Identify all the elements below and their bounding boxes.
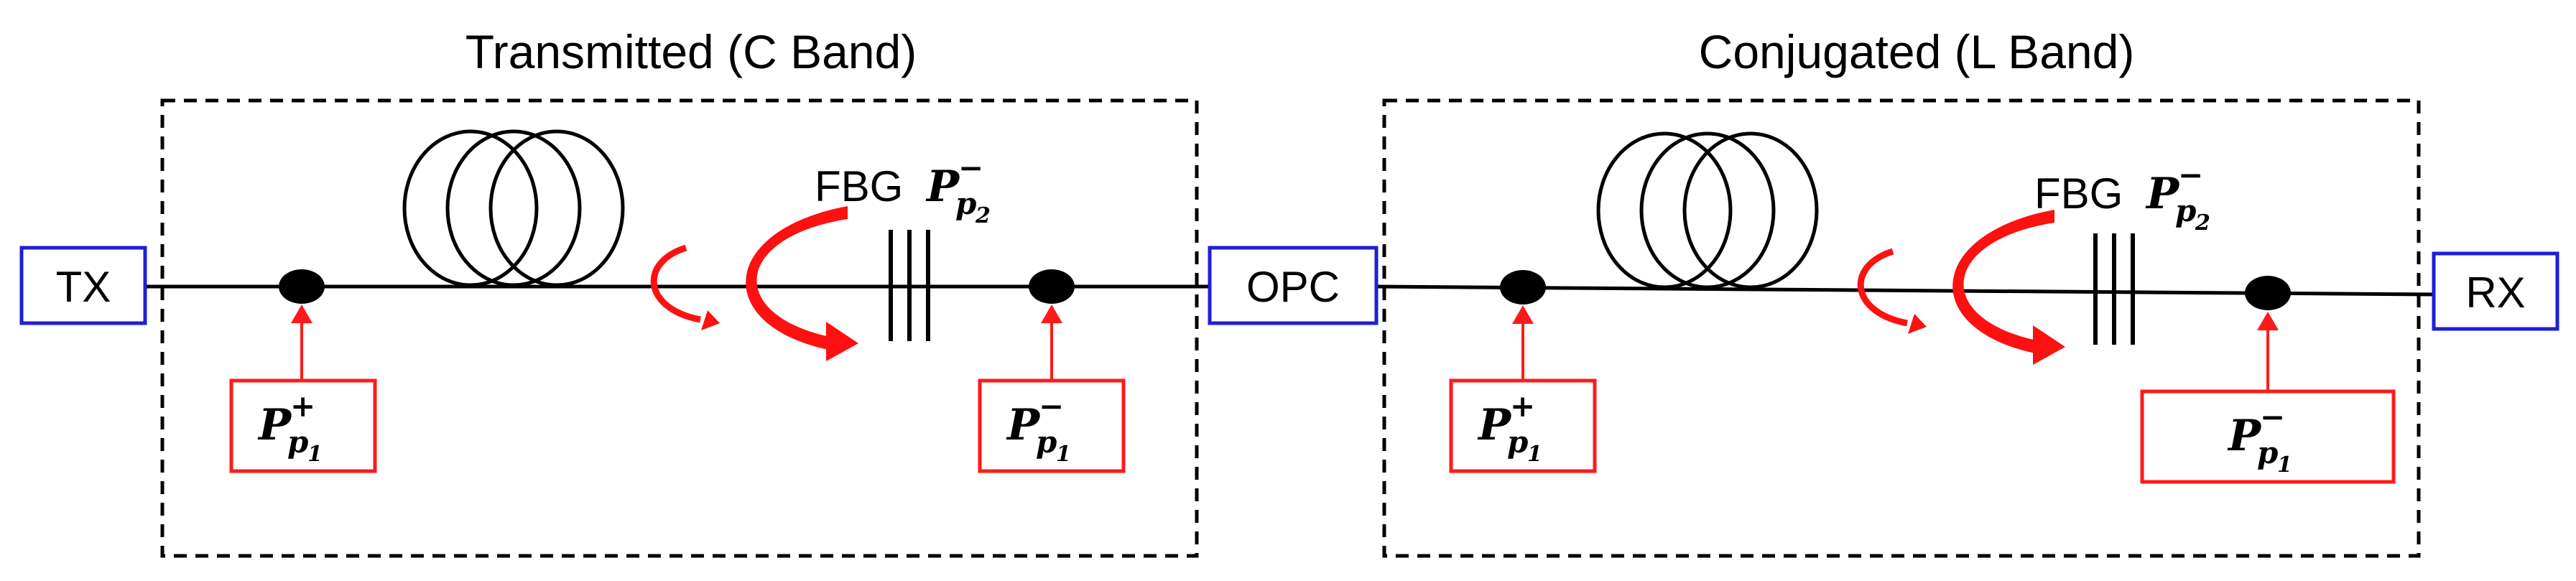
pump-symbol-sup: − [1039,389,1064,424]
pump-symbol-subsub: 1 [1527,442,1542,467]
coupler-node [1500,270,1546,305]
fbg-text: FBG [815,162,903,210]
pump-symbol-base: P [1006,400,1041,450]
pump-symbol-subsub: 1 [2277,452,2292,478]
pump-symbol-sub: p [2175,193,2196,228]
pump-symbol-subsub: 1 [1056,442,1071,467]
pump-symbol-sup: − [2178,157,2203,192]
pump-symbol-sup: + [290,389,315,424]
section-title-conjugated: Conjugated (L Band) [1699,25,2135,78]
pump-symbol-sup: − [2260,399,2285,434]
pump-symbol-sup: + [1510,389,1535,424]
fbg-label-2: FBG P − p 2 [2034,157,2210,236]
curved-reflection-arrow-icon [650,206,858,361]
fiber-coil-icon [1596,131,1819,289]
rx-node: RX [2432,251,2559,331]
coupler-node [1029,269,1075,304]
conjugated-section-box [1382,98,2421,558]
pump-symbol-base: P [2145,169,2180,219]
pump-symbol-sub: p [1507,424,1528,460]
fiber-coil-icon [402,129,625,287]
pump-arrow [1041,305,1062,381]
pump-symbol-base: P [1477,400,1512,450]
bragg-grating-icon [889,230,930,341]
pump-symbol-subsub: 2 [975,203,991,228]
fbg-label-1: FBG P − p 2 [815,150,991,228]
fbg-text: FBG [2034,169,2123,218]
coupler-node [2245,276,2291,310]
curved-reflection-arrow-icon [1857,210,2065,365]
section-title-transmitted: Transmitted (C Band) [465,25,917,78]
pump-symbol-sub: p [287,424,308,460]
opc-label: OPC [1246,263,1340,311]
pump-box-p1-plus-c-band: P + p 1 [229,378,377,473]
pump-symbol-sub: p [2257,435,2278,470]
bragg-grating-icon [2093,233,2135,345]
pump-symbol-subsub: 2 [2195,210,2210,236]
pump-box-p1-minus-l-band: P − p 1 [2140,389,2396,484]
tx-node: TX [19,246,147,325]
opc-node: OPC [1208,246,1379,325]
pump-symbol-base: P [2227,411,2262,461]
tx-label: TX [56,263,111,311]
pump-symbol-sub: p [955,186,976,221]
coupler-node [279,269,325,304]
pump-symbol-sub: p [1036,424,1057,460]
pump-symbol-sup: − [958,150,983,185]
pump-symbol-subsub: 1 [307,442,323,467]
rx-label: RX [2465,269,2525,317]
pump-arrow [1512,305,1534,381]
pump-symbol-base: P [257,400,292,450]
pump-arrow [2257,312,2279,391]
pump-box-p1-minus-c-band: P − p 1 [978,378,1126,473]
pump-symbol-base: P [925,162,960,212]
pump-arrow [291,305,312,381]
transmitted-section-box [160,98,1199,558]
pump-box-p1-plus-l-band: P + p 1 [1449,378,1597,473]
